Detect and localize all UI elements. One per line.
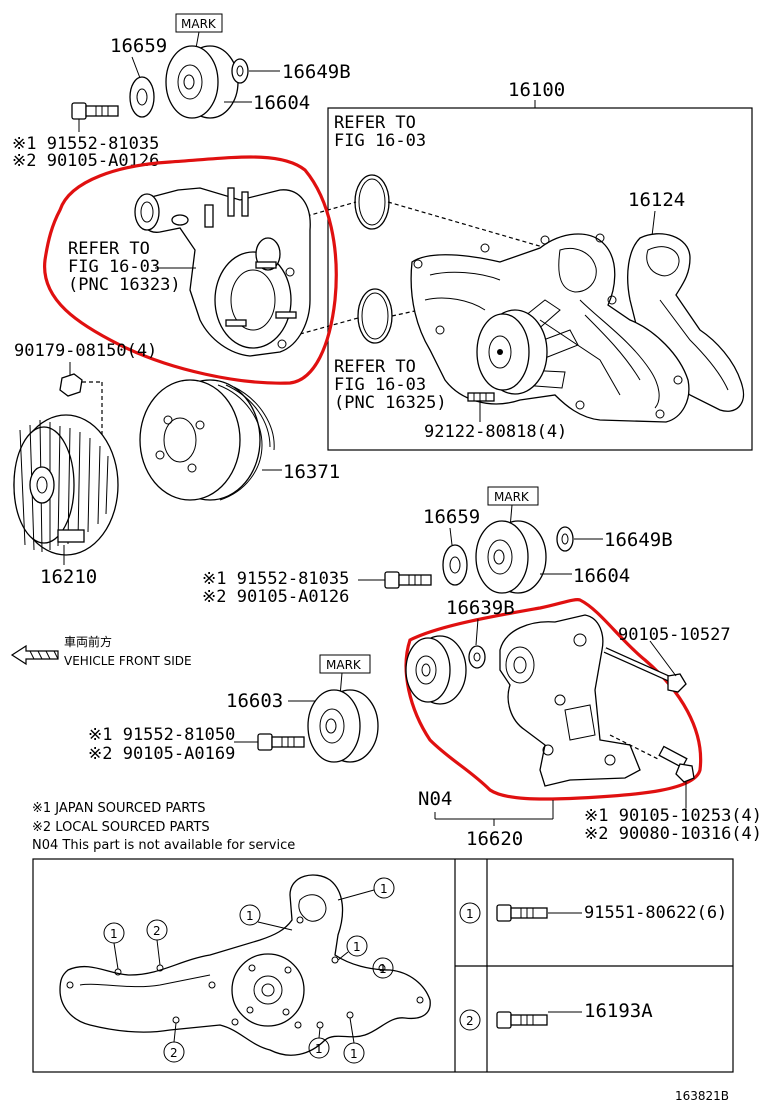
nut-90179 <box>59 373 83 397</box>
fan-group: 90179-08150(4) 16210 16371 <box>13 341 340 588</box>
water-outlet-group: REFER TO FIG 16-03 (PNC 16323) <box>43 155 338 385</box>
label-16620: 16620 <box>466 828 523 850</box>
water-pump-box <box>327 107 753 451</box>
legend-num-1: 1 <box>466 907 474 921</box>
label-16649b-mid: 16649B <box>604 529 673 551</box>
label-16100: 16100 <box>508 79 565 101</box>
label-n04: N04 <box>418 788 452 810</box>
bolt-top-line1: ※1 91552-81035 <box>12 134 159 154</box>
mark-label-top: MARK <box>181 17 217 31</box>
label-16210: 16210 <box>40 566 97 588</box>
mid-idler-group: 16659 MARK 16649B 16604 ※1 91552-81035 ※… <box>202 486 673 607</box>
refer-bot-3: (PNC 16325) <box>334 393 447 413</box>
legend-bolt-1 <box>496 904 548 922</box>
label-16371: 16371 <box>283 461 340 483</box>
tensioner-group: 16639B 90105-10527 ※1 90105 <box>404 597 760 850</box>
label-16649b-top: 16649B <box>282 61 351 83</box>
mark-box-low <box>319 654 371 674</box>
mark-label-mid: MARK <box>494 490 530 504</box>
low-idler-group: MARK 16603 ※1 91552-81050 ※2 90105-A0169 <box>88 654 379 764</box>
bolt-tensioner-bottom <box>658 745 695 783</box>
note-n04: N04 This part is not available for servi… <box>32 838 295 853</box>
bolt-mid-line2: ※2 90105-A0126 <box>202 587 349 607</box>
red-highlight-tensioner <box>404 598 703 801</box>
notes-block: ※1 JAPAN SOURCED PARTS ※2 LOCAL SOURCED … <box>32 801 295 853</box>
direction-en: VEHICLE FRONT SIDE <box>64 654 192 668</box>
note-japan: ※1 JAPAN SOURCED PARTS <box>32 801 206 816</box>
label-16604-top: 16604 <box>253 92 310 114</box>
bolt-mid-line1: ※1 91552-81035 <box>202 569 349 589</box>
callout-1-f: 1 <box>315 1042 323 1056</box>
label-16604-mid: 16604 <box>573 565 630 587</box>
washer-16649b-top <box>231 58 249 84</box>
refer-top-2: FIG 16-03 <box>334 131 426 151</box>
outlet-refer-2: FIG 16-03 <box>68 257 160 277</box>
refer-bot-2: FIG 16-03 <box>334 375 426 395</box>
washer-16639b <box>468 645 486 669</box>
stud-92122 <box>467 392 495 402</box>
o-ring-upper <box>354 174 390 230</box>
water-pump-group: 16100 REFER TO FIG 16-03 16124 <box>299 79 753 451</box>
label-16603: 16603 <box>226 690 283 712</box>
tensioner-bolt-line2: ※2 90080-10316(4) <box>584 824 760 844</box>
legend-bolt-1-pn: 91551-80622(6) <box>584 903 727 923</box>
outlet-refer-3: (PNC 16323) <box>68 275 181 295</box>
callout-1-group: 1 1 1 1 1 1 1 <box>103 877 395 1064</box>
label-nut-90179: 90179-08150(4) <box>14 341 157 361</box>
callout-1-e: 1 <box>379 962 387 976</box>
label-16659-top: 16659 <box>110 35 167 57</box>
bolt-tensioner-top <box>603 647 687 693</box>
bolt-low-line2: ※2 90105-A0169 <box>88 744 235 764</box>
mark-label-low: MARK <box>326 658 362 672</box>
bolt-top <box>71 102 119 120</box>
legend-circle-1 <box>459 902 481 924</box>
label-16124: 16124 <box>628 189 685 211</box>
callout-2-a: 2 <box>153 924 161 938</box>
note-local: ※2 LOCAL SOURCED PARTS <box>32 820 210 835</box>
bolt-low <box>257 733 305 751</box>
tensioner-bolt-line1: ※1 90105-10253(4) <box>584 806 760 826</box>
callout-1-c: 1 <box>380 882 388 896</box>
bolt-top-line2: ※2 90105-A0126 <box>12 151 159 171</box>
mark-box-mid <box>487 486 539 506</box>
tensioner-bracket-16620 <box>499 614 641 787</box>
washer-16659-mid <box>442 544 468 586</box>
bolt-low-line1: ※1 91552-81050 <box>88 725 235 745</box>
gasket-16124 <box>627 233 745 412</box>
figure-id: 163821B <box>675 1089 729 1103</box>
refer-bot-1: REFER TO <box>334 357 416 377</box>
label-16659-mid: 16659 <box>423 506 480 528</box>
o-ring-lower <box>357 288 393 344</box>
refer-top-1: REFER TO <box>334 113 416 133</box>
callout-2-group: 2 2 <box>146 919 185 1063</box>
bolt-location-box: 1 1 1 1 1 1 1 2 2 <box>32 858 734 1073</box>
washer-16649b-mid <box>556 526 574 552</box>
legend-num-2: 2 <box>466 1014 474 1028</box>
water-pump-16100 <box>410 233 690 423</box>
red-highlight-outlet <box>43 155 338 385</box>
legend-circle-2 <box>459 1009 481 1031</box>
top-idler-group: 16659 MARK 16649B 16604 ※1 91552-81035 ※… <box>12 13 351 171</box>
label-stud-92122: 92122-80818(4) <box>424 422 567 442</box>
label-bolt-90105-10527: 90105-10527 <box>618 625 731 645</box>
label-16639b: 16639B <box>446 597 515 619</box>
legend-bolt-2 <box>496 1011 548 1029</box>
washer-16659-top <box>129 76 155 118</box>
callout-1-g: 1 <box>350 1047 358 1061</box>
callout-1-b: 1 <box>246 909 254 923</box>
bolt-mid <box>384 571 432 589</box>
callout-1-a: 1 <box>110 927 118 941</box>
callout-2-b: 2 <box>170 1046 178 1060</box>
legend-bolt-2-pn: 16193A <box>584 1000 653 1022</box>
arrow-left-icon <box>10 644 59 666</box>
callout-1-d: 1 <box>353 940 361 954</box>
outlet-refer-1: REFER TO <box>68 239 150 259</box>
vehicle-front-indicator: 車両前方 VEHICLE FRONT SIDE <box>10 634 192 668</box>
direction-jp: 車両前方 <box>64 634 112 649</box>
